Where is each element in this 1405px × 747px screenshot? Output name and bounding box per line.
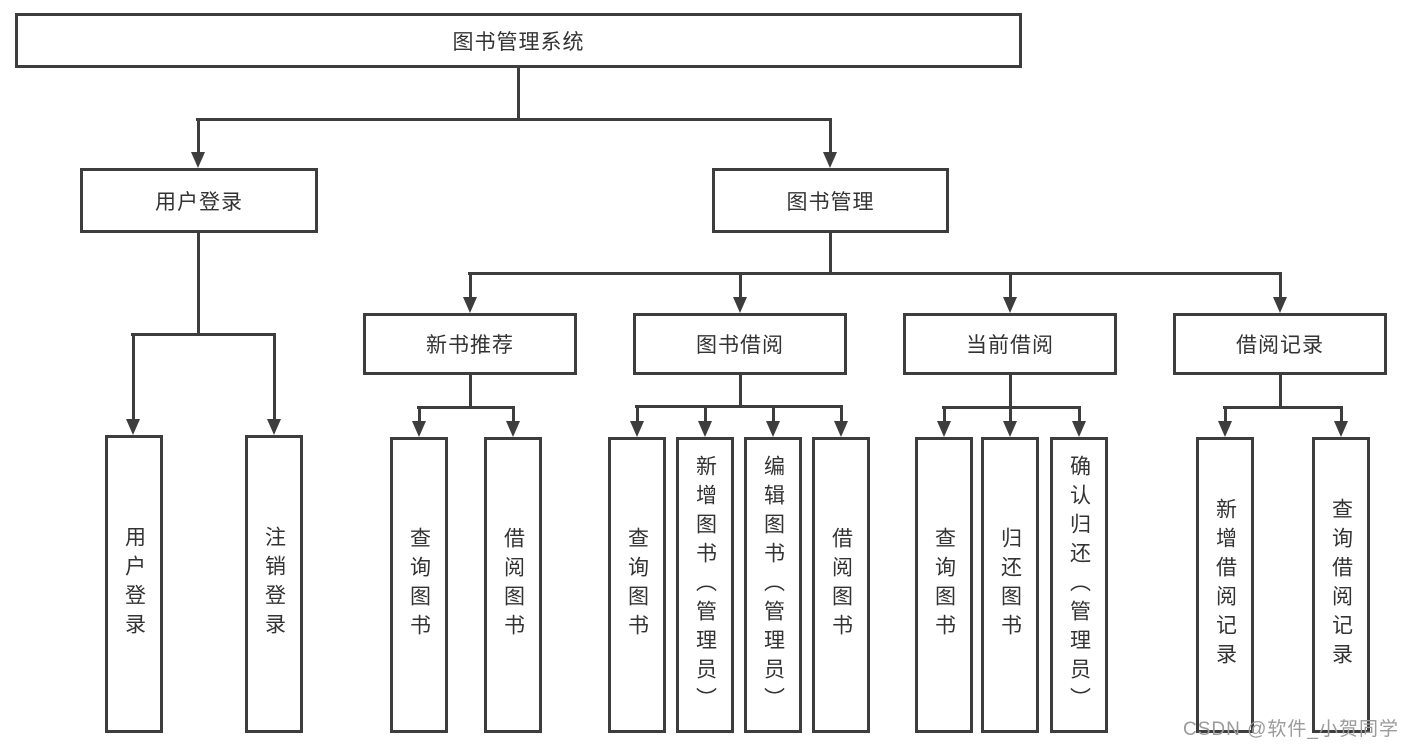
connector-book-borrow-stem	[739, 375, 742, 405]
connector-to-current-borrow	[1009, 272, 1012, 298]
arrow-down-icon	[463, 297, 477, 313]
connector-leaf	[418, 406, 421, 422]
leaf-bb-query-books: 查询图书	[608, 437, 666, 733]
connector-book-borrow-bus	[635, 405, 843, 408]
node-book-management: 图书管理	[712, 168, 949, 233]
arrow-down-icon	[937, 421, 951, 437]
node-new-book-recommend: 新书推荐	[363, 313, 577, 375]
connector-to-leaf-logout	[273, 333, 276, 420]
leaf-bb-edit-books-admin: 编辑图书（管理员）	[744, 437, 802, 733]
connector-leaf	[772, 405, 775, 422]
connector-leaf	[1224, 406, 1227, 422]
node-book-borrow: 图书借阅	[633, 313, 847, 375]
arrow-down-icon	[630, 421, 644, 437]
leaf-label: 查询图书	[407, 527, 431, 643]
leaf-nb-borrow-books: 借阅图书	[484, 437, 542, 733]
arrow-down-icon	[766, 421, 780, 437]
leaf-cb-return-books: 归还图书	[981, 437, 1039, 733]
leaf-label: 新增借阅记录	[1213, 498, 1237, 672]
leaf-label: 查询借阅记录	[1329, 498, 1353, 672]
leaf-label: 查询图书	[932, 527, 956, 643]
leaf-cb-query-books: 查询图书	[915, 437, 973, 733]
connector-root-stem	[517, 68, 520, 118]
leaf-label: 用户登录	[122, 526, 146, 642]
node-current-borrow: 当前借阅	[903, 313, 1117, 375]
connector-leaf	[636, 405, 639, 422]
connector-user-login-stem	[197, 233, 200, 333]
leaf-label: 新增图书（管理员）	[693, 454, 717, 716]
csdn-watermark: CSDN @软件_小贺同学	[1183, 719, 1399, 740]
arrow-down-icon	[191, 152, 205, 168]
arrow-down-icon	[834, 421, 848, 437]
arrow-down-icon	[823, 152, 837, 168]
arrow-down-icon	[1334, 421, 1348, 437]
connector-to-borrow-records	[1279, 272, 1282, 298]
arrow-down-icon	[1072, 421, 1086, 437]
connector-leaf	[943, 406, 946, 422]
arrow-down-icon	[698, 421, 712, 437]
arrow-down-icon	[1003, 421, 1017, 437]
connector-leaf	[840, 405, 843, 422]
arrow-down-icon	[1003, 297, 1017, 313]
connector-to-book-borrow	[739, 272, 742, 298]
leaf-logout: 注销登录	[245, 435, 303, 733]
leaf-label: 借阅图书	[829, 527, 853, 643]
connector-new-book-stem	[469, 375, 472, 406]
leaf-br-add-record: 新增借阅记录	[1196, 437, 1254, 733]
arrow-down-icon	[1273, 297, 1287, 313]
arrow-down-icon	[126, 419, 140, 435]
connector-user-login-bus	[131, 333, 276, 336]
leaf-user-login: 用户登录	[105, 435, 163, 733]
leaf-br-query-record: 查询借阅记录	[1312, 437, 1370, 733]
connector-leaf	[1009, 406, 1012, 422]
connector-to-new-book	[469, 272, 472, 298]
arrow-down-icon	[733, 297, 747, 313]
leaf-nb-query-books: 查询图书	[390, 437, 448, 733]
leaf-label: 查询图书	[625, 527, 649, 643]
arrow-down-icon	[412, 421, 426, 437]
connector-leaf	[512, 406, 515, 422]
connector-current-borrow-stem	[1009, 375, 1012, 406]
connector-leaf	[1078, 406, 1081, 422]
leaf-label: 注销登录	[262, 526, 286, 642]
connector-borrow-records-stem	[1279, 375, 1282, 406]
leaf-cb-confirm-return-admin: 确认归还（管理员）	[1050, 437, 1108, 733]
node-root-library-system: 图书管理系统	[15, 13, 1022, 68]
connector-leaf	[704, 405, 707, 422]
leaf-label: 编辑图书（管理员）	[761, 454, 785, 716]
connector-leaf	[1340, 406, 1343, 422]
connector-to-user-login	[197, 118, 200, 154]
connector-to-book-management	[829, 118, 832, 154]
connector-level3-bus	[468, 272, 1282, 275]
leaf-bb-add-books-admin: 新增图书（管理员）	[676, 437, 734, 733]
leaf-label: 确认归还（管理员）	[1067, 454, 1091, 716]
connector-new-book-bus	[417, 406, 515, 409]
leaf-label: 借阅图书	[501, 527, 525, 643]
arrow-down-icon	[267, 419, 281, 435]
connector-to-leaf-user-login	[132, 333, 135, 420]
node-borrow-records: 借阅记录	[1173, 313, 1387, 375]
arrow-down-icon	[506, 421, 520, 437]
arrow-down-icon	[1218, 421, 1232, 437]
connector-book-mgmt-stem	[829, 233, 832, 272]
connector-level2-bus	[196, 118, 832, 121]
leaf-bb-borrow-books: 借阅图书	[812, 437, 870, 733]
leaf-label: 归还图书	[998, 527, 1022, 643]
connector-borrow-records-bus	[1223, 406, 1343, 409]
node-user-login: 用户登录	[80, 168, 318, 233]
